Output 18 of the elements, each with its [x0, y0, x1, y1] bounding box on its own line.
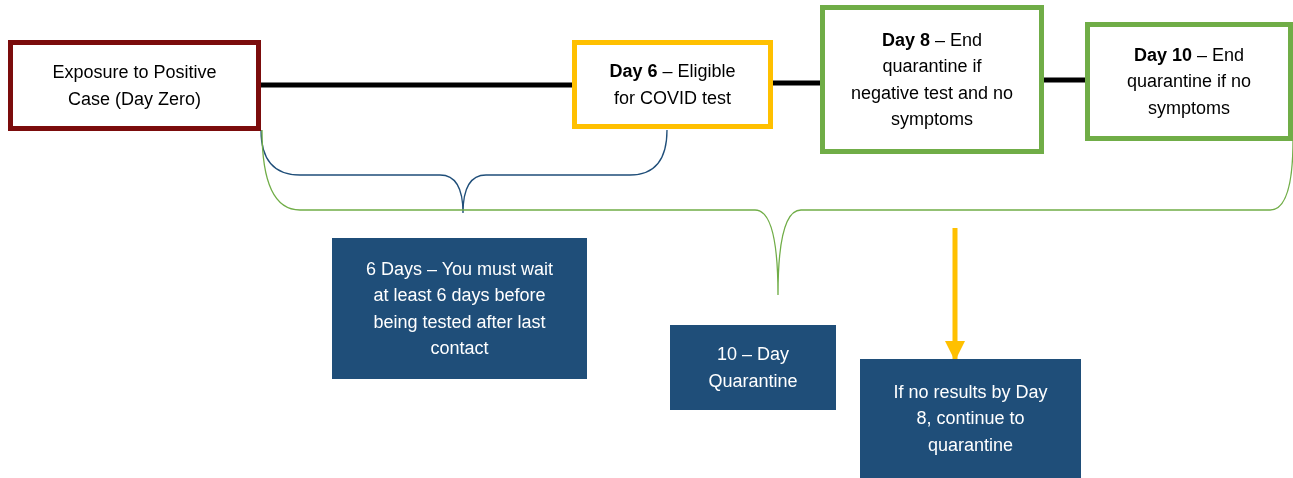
note-box [670, 325, 836, 410]
node-text: 10 – Day Quarantine [707, 343, 799, 393]
event-box [820, 5, 1044, 154]
event-box [8, 40, 261, 131]
timeline-line [773, 80, 820, 86]
node-text: If no results by Day 8, continue to quarantine [892, 381, 1049, 457]
node-text: Day 10 – End quarantine if no symptoms [1125, 44, 1253, 120]
event-box [1085, 22, 1293, 141]
arrow [945, 228, 965, 361]
node-text: Day 8 – End quarantine if negative test and no symptoms [849, 29, 1015, 131]
timeline-line [1044, 77, 1085, 83]
event-box [572, 40, 773, 129]
node-text: Day 6 – Eligible for COVID test [608, 60, 737, 110]
note-box [332, 238, 587, 379]
timeline-line [261, 82, 572, 88]
node-text: 6 Days – You must wait at least 6 days before being tested after last contact [364, 258, 555, 360]
note-box [860, 359, 1081, 478]
node-text: Exposure to Positive Case (Day Zero) [51, 61, 218, 111]
